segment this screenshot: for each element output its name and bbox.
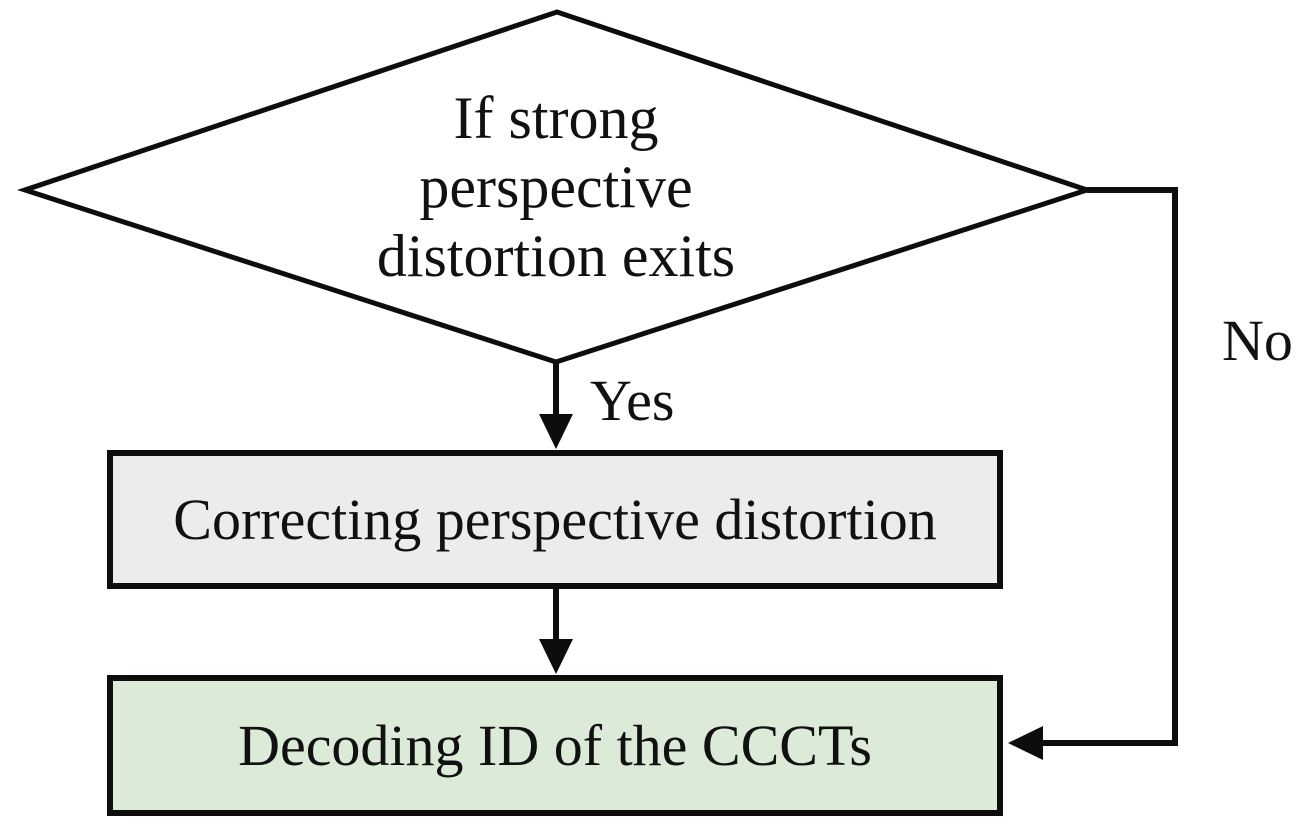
decision-label-line: If strong bbox=[453, 85, 659, 151]
process-box-decoding-label: Decoding ID of the CCCTs bbox=[238, 713, 872, 778]
no-connector-line bbox=[1040, 187, 1178, 746]
arrow-left-head-icon bbox=[1008, 726, 1043, 760]
arrow-down-head-icon bbox=[539, 414, 573, 449]
decision-label-line: distortion exits bbox=[376, 223, 736, 289]
decision-label: If strong perspective distortion exits bbox=[256, 84, 856, 291]
process-box-decoding: Decoding ID of the CCCTs bbox=[107, 675, 1003, 816]
process-box-correcting: Correcting perspective distortion bbox=[107, 450, 1003, 589]
no-branch-label: No bbox=[1222, 308, 1293, 373]
yes-branch-label: Yes bbox=[590, 368, 675, 433]
arrow-down-head-icon bbox=[539, 639, 573, 674]
process-box-correcting-label: Correcting perspective distortion bbox=[173, 487, 937, 552]
decision-label-line: perspective bbox=[419, 154, 693, 220]
